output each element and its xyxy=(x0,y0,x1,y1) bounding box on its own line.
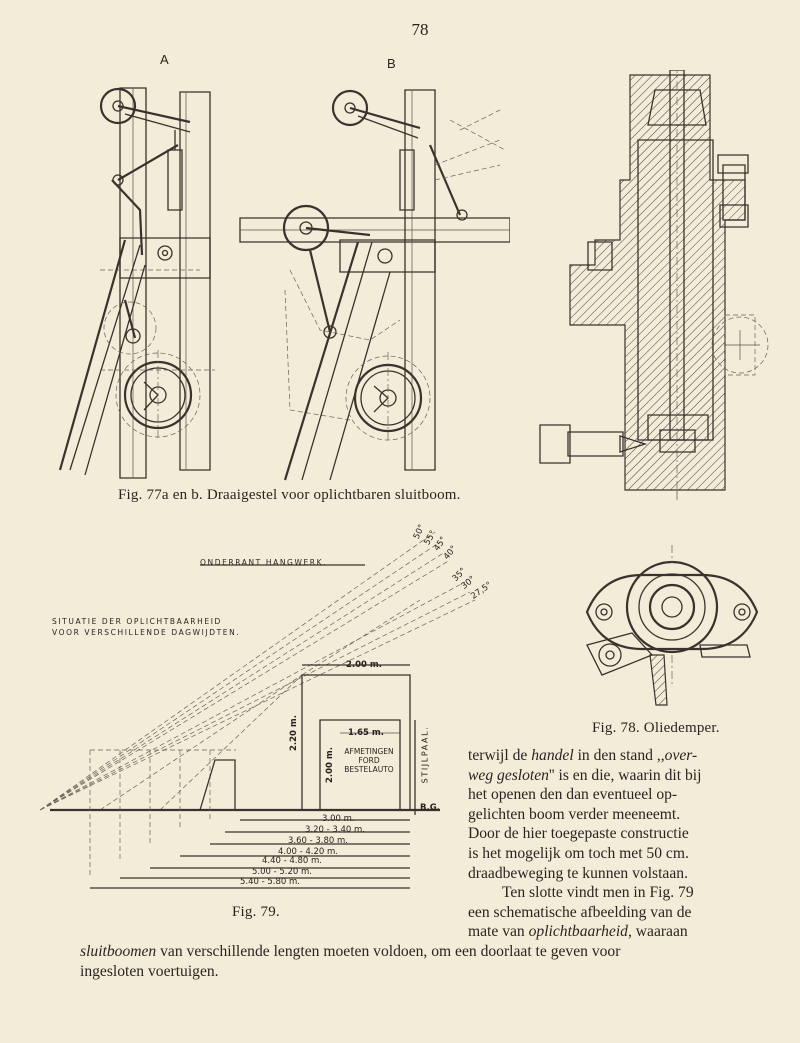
text-line-9: een schematische afbeelding van de xyxy=(468,903,692,921)
text-line-4: gelichten boom verder meeneemt. xyxy=(468,805,681,823)
text-line-2: weg gesloten'' is en die, waarin dit bij xyxy=(468,766,738,786)
text-line-7: draadbeweging te kunnen volstaan. xyxy=(468,864,688,882)
fig79-width-200: 2.00 m. xyxy=(346,660,383,670)
fig79-vehicle-label: AFMETINGEN FORD BESTELAUTO xyxy=(334,747,404,774)
fig79-span-3: 4.00 - 4.20 m. xyxy=(278,847,339,857)
text-line-10: mate van oplichtbaarheid, waaraan xyxy=(468,922,738,942)
text-span: '' is en die, waarin dit bij xyxy=(548,766,702,784)
text-line-5: Door de hier toegepaste constructie xyxy=(468,825,689,843)
fig79-title-line1: SITUATIE DER OPLICHTBAARHEID xyxy=(52,617,222,626)
text-emphasis: sluitboomen xyxy=(80,943,157,960)
text-line-3: het openen den dan eventueel op- xyxy=(468,786,678,804)
fig79-caption: Fig. 79. xyxy=(232,904,280,920)
text-span: in den stand ,, xyxy=(573,747,665,764)
fig77-caption: Fig. 77a en b. Draaigestel voor oplichtb… xyxy=(118,487,461,503)
page-number: 78 xyxy=(411,20,429,39)
body-text-full: sluitboomen van verschillende lengten mo… xyxy=(80,942,740,981)
fig79-span-4: 4.40 - 4.80 m. xyxy=(262,856,323,866)
fig79-ground-label: B.G. xyxy=(420,803,440,813)
fig77-drawing xyxy=(40,70,510,490)
fig79-angle-lines xyxy=(40,532,475,810)
text-emphasis: handel xyxy=(531,747,574,764)
fig79-post-label: STIJLPAAL. xyxy=(420,725,430,784)
fig79-span-1: 3.20 - 3.40 m. xyxy=(305,825,366,835)
fig79-title: SITUATIE DER OPLICHTBAARHEID VOOR VERSCH… xyxy=(52,616,240,638)
text-emphasis: weg gesloten xyxy=(468,766,549,784)
fig78-section-drawing xyxy=(530,70,785,500)
text-span: terwijl de xyxy=(468,747,532,764)
text-span: mate van xyxy=(468,923,529,941)
fig79-height-220: 2.20 m. xyxy=(289,714,300,752)
text-line-12: ingesloten voertuigen. xyxy=(80,962,219,980)
fig78-plan-drawing xyxy=(572,545,772,715)
fig79-span-lines xyxy=(90,820,410,888)
fig77a-mechanism xyxy=(60,88,215,478)
fig79-vehicle-line3: BESTELAUTO xyxy=(344,765,394,774)
body-text-column: terwijl de handel in den stand ,,over- w… xyxy=(468,746,738,942)
fig79-span-2: 3.60 - 3.80 m. xyxy=(288,836,349,846)
text-emphasis: over- xyxy=(664,747,698,764)
fig79-width-165: 1.65 m. xyxy=(348,728,385,738)
fig79-span-0: 3.00 m. xyxy=(322,814,355,824)
fig79-diagram xyxy=(40,520,480,900)
text-span: waaraan xyxy=(631,923,688,941)
fig79-span-5: 5.00 - 5.20 m. xyxy=(252,867,313,877)
fig79-top-label: ONDERRANT HANGWERK. xyxy=(200,558,328,567)
fig79-vehicle-line1: AFMETINGEN xyxy=(344,747,394,756)
text-emphasis: oplichtbaarheid, xyxy=(528,923,632,941)
fig77-label-b: B xyxy=(387,56,396,71)
fig79-span-6: 5.40 - 5.80 m. xyxy=(240,877,301,887)
fig77-label-a: A xyxy=(160,52,169,67)
fig78-caption: Fig. 78. Oliedemper. xyxy=(592,720,720,736)
text-line-11: sluitboomen van verschillende lengten mo… xyxy=(80,942,740,962)
text-span: van verschillende lengten moeten voldoen… xyxy=(156,943,621,960)
fig79-title-line2: VOOR VERSCHILLENDE DAGWIJDTEN. xyxy=(52,628,241,637)
fig77b-mechanism xyxy=(240,90,510,480)
text-line-8: Ten slotte vindt men in Fig. 79 xyxy=(502,884,694,902)
fig79-vehicle-line2: FORD xyxy=(358,756,380,765)
text-line-1: terwijl de handel in den stand ,,over- xyxy=(468,746,738,766)
text-line-6: is het mogelijk om toch met 50 cm. xyxy=(468,844,689,862)
